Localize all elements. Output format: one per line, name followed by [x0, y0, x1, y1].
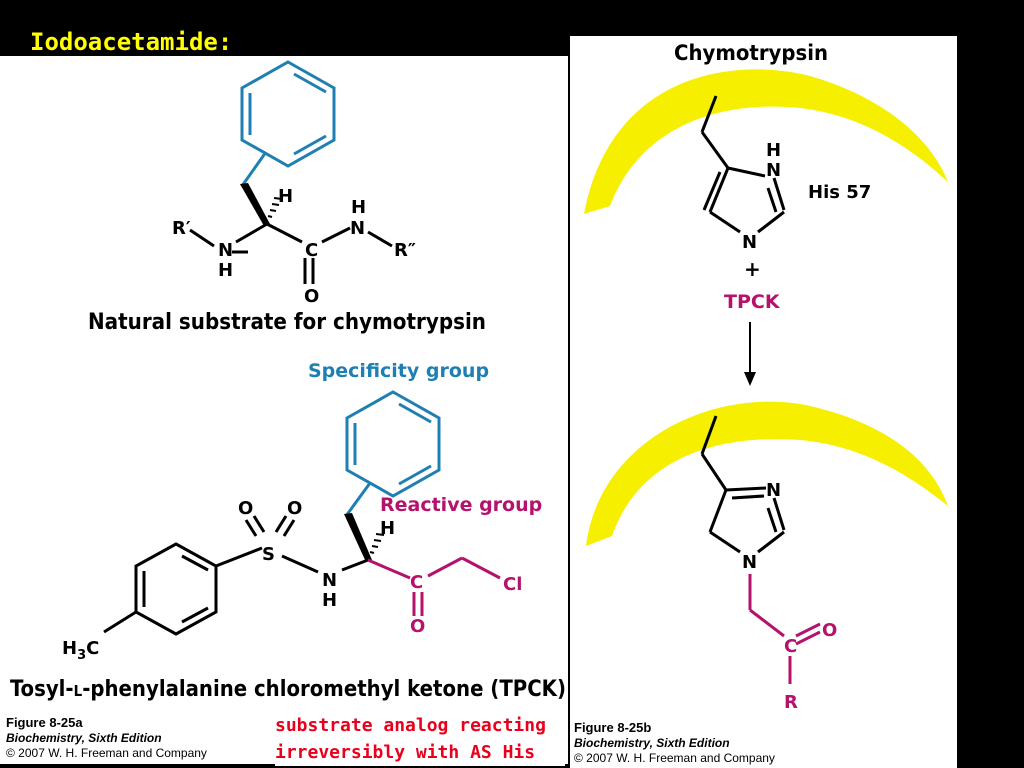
atom-h: H: [351, 197, 366, 218]
atom-o: O: [238, 498, 253, 519]
specificity-group-label: Specificity group: [308, 360, 489, 382]
atom-c: C: [410, 572, 423, 593]
atom-cl: Cl: [503, 574, 522, 595]
reactive-group-label: Reactive group: [380, 494, 542, 516]
his57-imidazole: [700, 95, 786, 234]
enzyme-surface-top: [584, 69, 948, 214]
tpck-wedge-bond: [344, 513, 372, 562]
atom-h: H: [766, 140, 781, 161]
atom-h: H: [218, 260, 233, 281]
atom-r: R: [784, 692, 798, 713]
atom-h3c: H3C: [62, 638, 99, 663]
annotation-line-1: substrate analog reacting: [275, 715, 546, 736]
book-title-a: Biochemistry, Sixth Edition: [6, 731, 162, 745]
tpck-label: TPCK: [724, 291, 781, 313]
natural-substrate-label: Natural substrate for chymotrypsin: [88, 310, 486, 335]
reactive-group-bonds: [367, 556, 501, 616]
atom-h: H: [380, 518, 395, 539]
atom-n: N: [350, 218, 365, 239]
sulfonyl-bonds: [244, 515, 369, 574]
copyright-a: © 2007 W. H. Freeman and Company: [6, 746, 207, 760]
panel-b-mechanism: Chymotrypsin H N N His 57 + TPCK N N: [574, 41, 948, 765]
figure-panel-b: Chymotrypsin H N N His 57 + TPCK N N: [570, 36, 957, 768]
figure-panel-a: H R′ N H C O H N R″ Natural substrate fo…: [0, 56, 568, 764]
atom-s: S: [262, 544, 275, 565]
copyright-b: © 2007 W. H. Freeman and Company: [574, 751, 775, 765]
tpck-adduct-bonds: [748, 574, 821, 684]
reaction-arrow: [744, 322, 756, 386]
alkylated-imidazole: [700, 415, 786, 554]
atom-c: C: [784, 636, 797, 657]
atom-n: N: [766, 160, 781, 181]
chymotrypsin-title: Chymotrypsin: [674, 41, 828, 65]
tpck-benzene-ring: [344, 390, 441, 517]
figure-label-b: Figure 8-25b: [574, 720, 651, 735]
atom-n: N: [742, 232, 757, 253]
panel-a-structures: H R′ N H C O H N R″ Natural substrate fo…: [6, 60, 566, 760]
natural-benzene-ring: [240, 60, 336, 187]
atom-n: N: [766, 480, 781, 501]
book-title-b: Biochemistry, Sixth Edition: [574, 736, 730, 750]
slide-title: Iodoacetamide:: [30, 28, 233, 56]
natural-wedge-bond: [240, 183, 270, 226]
his57-label: His 57: [808, 182, 871, 203]
atom-r-double-prime: R″: [394, 240, 416, 261]
annotation-note: substrate analog reacting irreversibly w…: [275, 712, 565, 766]
atom-r-prime: R′: [172, 218, 191, 239]
atom-n: N: [322, 570, 337, 591]
atom-n: N: [742, 552, 757, 573]
atom-c: C: [305, 240, 318, 261]
atom-o: O: [287, 498, 302, 519]
natural-substrate-structure: H R′ N H C O H N R″: [172, 60, 416, 307]
tpck-full-name: Tosyl-L-phenylalanine chloromethyl keton…: [10, 677, 566, 702]
natural-backbone-bonds: [189, 222, 393, 284]
atom-o: O: [410, 616, 425, 637]
atom-o: O: [822, 620, 837, 641]
atom-o: O: [304, 286, 319, 307]
atom-n: N: [218, 240, 233, 261]
figure-label-a: Figure 8-25a: [6, 715, 83, 730]
atom-h: H: [278, 186, 293, 207]
tosyl-ring: [103, 542, 263, 636]
plus-sign: +: [744, 257, 761, 281]
atom-h: H: [322, 590, 337, 611]
enzyme-surface-bottom: [586, 401, 948, 546]
annotation-line-2: irreversibly with AS His: [275, 742, 536, 763]
